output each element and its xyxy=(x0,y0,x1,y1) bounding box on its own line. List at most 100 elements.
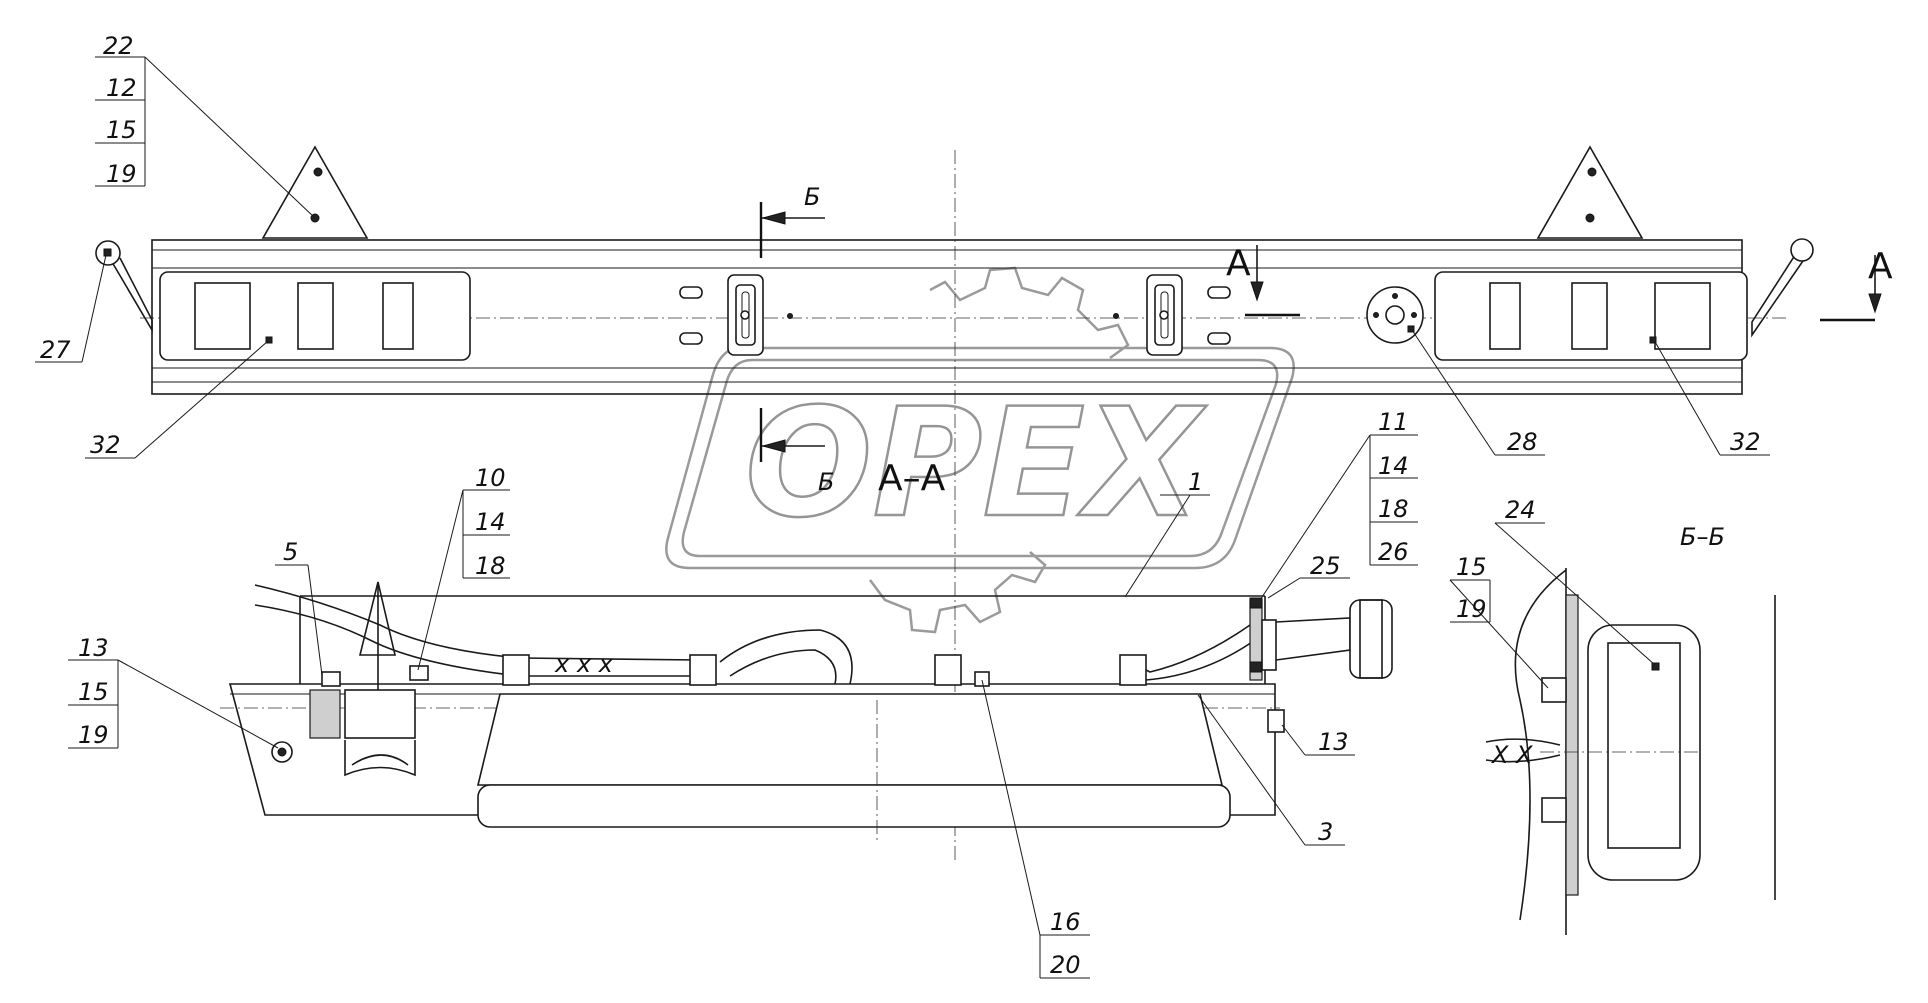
left-lamp-section-3 xyxy=(382,282,414,350)
section-aa-title: А–А xyxy=(878,458,946,499)
aa-right-end xyxy=(1249,597,1393,681)
bb-cable xyxy=(1485,738,1561,763)
callout-group-15-bb: 15 19 xyxy=(1449,553,1549,689)
left-warning-triangle xyxy=(261,145,369,239)
bb-lamp-lens xyxy=(1607,642,1681,849)
aa-bolt-13-right xyxy=(1267,709,1285,733)
bb-plate xyxy=(1565,594,1579,896)
left-bracket xyxy=(727,274,764,356)
section-bb-view: Б–Б X X xyxy=(1485,523,1776,935)
callout-32-left: 32 xyxy=(85,340,269,459)
callout-20: 20 xyxy=(1050,951,1081,979)
svg-text:13: 13 xyxy=(1318,728,1349,756)
bb-break-line-left xyxy=(1514,569,1567,921)
slot-r2 xyxy=(1207,332,1231,345)
right-lamp-section-3 xyxy=(1654,282,1711,350)
svg-text:27: 27 xyxy=(40,336,71,364)
aa-cable-loop xyxy=(719,629,853,685)
callout-12: 12 xyxy=(106,74,137,102)
callout-14-left: 14 xyxy=(475,508,506,536)
watermark-text: ОРЕХ xyxy=(745,377,1207,551)
aa-bolt-16 xyxy=(974,671,990,687)
left-lamp-marker xyxy=(265,336,273,344)
callout-group-13-left: 13 15 19 xyxy=(68,634,279,749)
callout-10: 10 xyxy=(475,464,506,492)
right-lamp-section-1 xyxy=(1489,282,1521,350)
svg-text:32: 32 xyxy=(1730,428,1761,456)
svg-text:25: 25 xyxy=(1310,552,1341,580)
right-triangle-dot-2 xyxy=(1585,213,1595,223)
callout-27: 27 xyxy=(35,254,107,364)
callout-19-top: 19 xyxy=(106,160,137,188)
callout-5: 5 xyxy=(275,538,323,676)
aa-bolt-13-left-core xyxy=(277,747,287,757)
watermark-gear xyxy=(869,266,1130,634)
section-a-left-letter: А xyxy=(1226,243,1251,284)
section-b-bottom-letter: Б xyxy=(818,468,834,496)
right-lamp-marker xyxy=(1649,336,1657,344)
callout-32-right: 32 xyxy=(1653,339,1770,456)
left-side-marker xyxy=(95,240,153,333)
left-lamp-section-2 xyxy=(297,282,334,350)
svg-text:32: 32 xyxy=(90,431,121,459)
aa-clip-1 xyxy=(502,654,530,686)
callout-24: 24 xyxy=(1494,496,1656,666)
right-bracket xyxy=(1146,274,1183,356)
section-a-right-letter: А xyxy=(1868,246,1893,287)
aa-lamp-lens xyxy=(477,784,1231,828)
section-bb-title: Б–Б xyxy=(1680,523,1725,551)
callout-25: 25 xyxy=(1267,552,1350,599)
right-lamp-section-2 xyxy=(1571,282,1608,350)
aa-lamp-body xyxy=(476,693,1224,786)
callout-18-right: 18 xyxy=(1378,495,1409,523)
bb-lamp-housing xyxy=(1587,624,1701,881)
watermark: ОРЕХ xyxy=(665,266,1295,634)
section-aa-view: А–А x x x xyxy=(220,458,1393,840)
right-warning-triangle xyxy=(1536,145,1644,239)
connector-socket xyxy=(1366,286,1424,344)
svg-text:5: 5 xyxy=(283,538,298,566)
right-lamp-housing xyxy=(1434,271,1748,361)
slot-l2 xyxy=(679,332,703,345)
section-b-top-letter: Б xyxy=(804,183,820,211)
callout-15-bb: 15 xyxy=(1456,553,1487,581)
callout-19-left: 19 xyxy=(78,721,109,749)
svg-text:1: 1 xyxy=(1188,468,1203,496)
callout-group-16: 16 20 xyxy=(981,679,1090,979)
callout-1: 1 xyxy=(1124,468,1210,598)
aa-cable-lower xyxy=(254,604,700,677)
centre-dot-r xyxy=(1113,313,1119,319)
callout-18-left: 18 xyxy=(475,552,506,580)
callout-13-left: 13 xyxy=(78,634,109,662)
bb-lamp-marker xyxy=(1651,662,1660,671)
callout-16: 16 xyxy=(1050,908,1081,936)
callout-14-right: 14 xyxy=(1378,452,1409,480)
bb-bolt-top xyxy=(1541,677,1567,703)
callout-3: 3 xyxy=(1197,694,1345,846)
callout-group-22: 22 12 15 19 xyxy=(95,32,316,219)
svg-text:3: 3 xyxy=(1318,818,1333,846)
centre-dot-l xyxy=(787,313,793,319)
aa-beam-body xyxy=(228,683,1276,816)
svg-text:24: 24 xyxy=(1505,496,1536,524)
watermark-frame-outer xyxy=(665,346,1295,570)
right-side-marker xyxy=(1751,238,1814,338)
bb-twist-mark: X X xyxy=(1490,741,1533,769)
aa-clip-2 xyxy=(689,654,717,686)
callout-11: 11 xyxy=(1378,408,1409,436)
left-triangle-dot-1 xyxy=(313,167,323,177)
callout-28: 28 xyxy=(1411,329,1545,456)
section-mark-b: Б Б xyxy=(759,183,834,496)
slot-r1 xyxy=(1207,286,1231,299)
section-mark-a: А А xyxy=(1226,243,1893,322)
watermark-frame-inner xyxy=(681,358,1279,558)
aa-clip-4 xyxy=(1119,654,1147,686)
callout-19-bb: 19 xyxy=(1456,595,1487,623)
callout-13-right: 13 xyxy=(1281,724,1355,756)
aa-twist-mark: x x x xyxy=(554,650,614,678)
aa-left-gland xyxy=(309,581,429,777)
slot-l1 xyxy=(679,286,703,299)
right-triangle-dot-1 xyxy=(1587,167,1597,177)
top-view: Б Б А А xyxy=(95,145,1893,860)
